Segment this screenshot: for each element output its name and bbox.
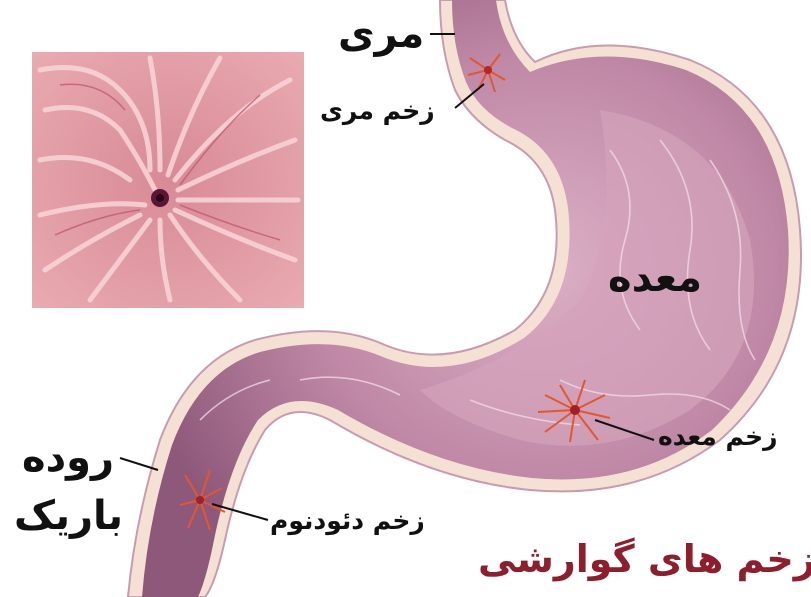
esophagus-label: مری <box>338 14 424 54</box>
small-intestine-label-line2: باریک <box>14 496 123 536</box>
esophageal-ulcer-label: زخم مری <box>320 98 435 123</box>
stomach-label: معده <box>608 258 702 298</box>
duodenal-ulcer-label: زخم دئودنوم <box>270 508 425 533</box>
diagram-title: زخم های گوارشی <box>478 540 811 578</box>
gastric-ulcer-label: زخم معده <box>658 424 778 449</box>
ulcer-closeup-inset <box>32 52 304 308</box>
small-intestine-label-line1: روده <box>22 438 114 478</box>
